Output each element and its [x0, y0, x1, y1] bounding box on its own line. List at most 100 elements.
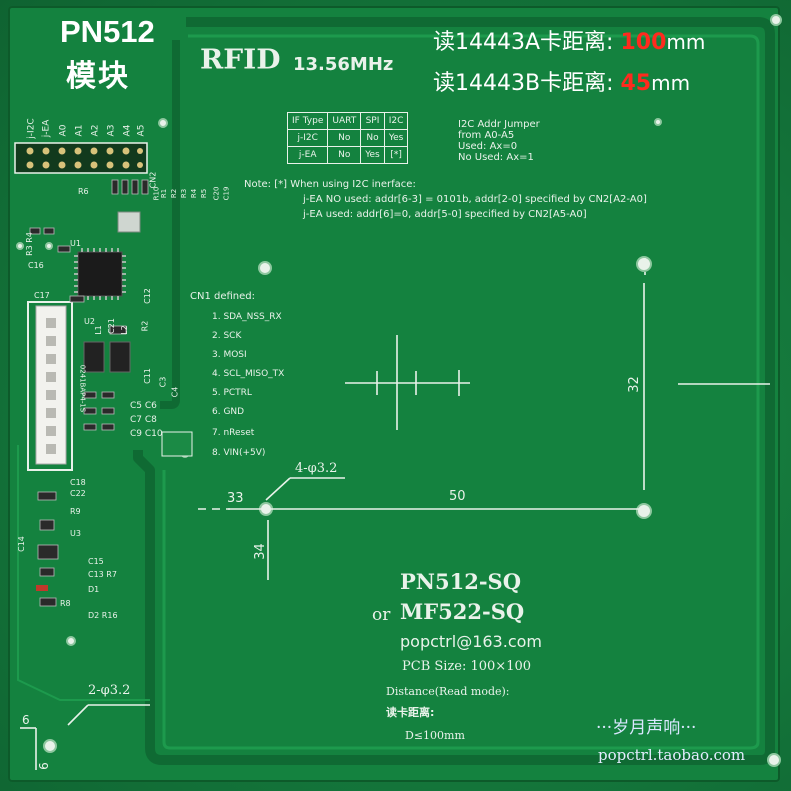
i2c-jumper-title: I2C Addr Jumper — [458, 119, 540, 130]
if-cell: j-EA — [286, 146, 329, 164]
ref-r3r4: R3 R4 — [24, 232, 34, 256]
mount-hole-2 — [636, 256, 652, 272]
jumper-label: A3 — [106, 124, 117, 137]
rfid-label: RFID — [200, 43, 281, 76]
if-cell: No — [327, 129, 362, 147]
crystal — [117, 211, 141, 233]
shop-url: popctrl.taobao.com — [598, 746, 746, 764]
ref-r-group: R5 — [200, 188, 209, 199]
brand-watermark: ···岁月声响··· — [596, 718, 697, 738]
note-line1: Note: [*] When using I2C inerface: — [244, 179, 416, 190]
ref-c14: C14 — [16, 536, 26, 552]
ref-l1: L1 — [93, 325, 103, 335]
board-subtitle: 模块 — [66, 59, 130, 94]
note-line3: j-EA used: addr[6]=0, addr[5-0] specifie… — [303, 209, 587, 220]
cn1-pin: 5. PCTRL — [212, 388, 252, 398]
if-header-cell: UART — [327, 112, 362, 130]
via-3 — [16, 242, 24, 250]
ref-r-group: C19 — [222, 186, 231, 201]
if-header-cell: IF Type — [286, 112, 329, 130]
dim-33: 33 — [227, 491, 244, 506]
mount-hole-6 — [66, 636, 76, 646]
ref-r-group: R1 — [160, 188, 169, 199]
ref-caps-3: C9 C10 — [130, 429, 163, 439]
via-1 — [654, 118, 662, 126]
model-or: or — [372, 605, 391, 625]
mount-hole-1 — [258, 261, 272, 275]
jumper-label: A0 — [58, 124, 69, 137]
pcb-size: PCB Size: 100×100 — [402, 659, 532, 674]
hole-spec-2: 2-φ3.2 — [88, 683, 131, 698]
if-header-cell: I2C — [383, 112, 409, 130]
if-table-row: j-EA No Yes [*] — [286, 146, 409, 164]
ref-c11: C11 — [142, 368, 152, 384]
ref-c16: C16 — [28, 261, 44, 270]
if-cell: j-I2C — [286, 129, 329, 147]
ref-d2r16: D2 R16 — [88, 611, 118, 620]
if-table-header: IF Type UART SPI I2C — [286, 112, 409, 130]
ref-r-group: R3 — [180, 188, 189, 199]
read-b-value: 45 — [620, 71, 652, 96]
dim-6-a: 6 — [22, 713, 30, 727]
ref-c12: C12 — [142, 288, 152, 304]
jumper-label: A4 — [122, 124, 133, 137]
ref-r-group: C20 — [212, 186, 221, 201]
ref-c21: C21 — [106, 318, 116, 334]
diode-d1 — [36, 585, 48, 591]
cn1-pin: 2. SCK — [212, 331, 242, 341]
inductor-l1 — [83, 341, 105, 373]
ref-c13r7: C13 R7 — [88, 570, 117, 579]
ref-r2: R2 — [140, 320, 150, 332]
contact-email: popctrl@163.com — [400, 632, 542, 651]
board-edge-trace — [17, 445, 150, 701]
cn1-pin: 8. VIN(+5V) — [212, 448, 266, 458]
mount-hole-8 — [767, 753, 781, 767]
if-cell: Yes — [383, 129, 409, 147]
dim-34: 34 — [252, 543, 268, 560]
mount-hole-5 — [770, 14, 782, 26]
model-mf522: MF522-SQ — [400, 599, 525, 624]
note-line2: j-EA NO used: addr[6-3] = 0101b, addr[2-… — [303, 194, 647, 205]
ref-r9: R9 — [70, 507, 81, 516]
ref-c3: C3 — [158, 376, 168, 388]
cn1-pin: 3. MOSI — [212, 350, 247, 360]
dim-6-b: 6 — [36, 762, 51, 770]
ref-c18: C18 — [70, 478, 86, 487]
antenna-trace-inner — [162, 34, 760, 750]
ref-caps-1: C5 C6 — [130, 401, 157, 411]
solder-pads — [161, 431, 193, 457]
dim-leader-2 — [67, 704, 89, 726]
ref-r-group: R4 — [190, 188, 199, 199]
distance-label: Distance(Read mode): — [386, 685, 510, 698]
i2c-jumper-line1: from A0-A5 — [458, 130, 515, 141]
inductor-l2 — [109, 341, 131, 373]
dim-leader-1 — [265, 477, 291, 501]
ref-r-group: R2 — [170, 188, 179, 199]
freq-label: 13.56MHz — [293, 54, 394, 75]
cn1-title: CN1 defined: — [190, 291, 256, 302]
dim-50: 50 — [449, 489, 466, 504]
i2c-jumper-line2: Used: Ax=0 — [458, 141, 518, 152]
dim-32: 32 — [626, 376, 642, 393]
i2c-jumper-line3: No Used: Ax=1 — [458, 152, 534, 163]
mount-hole-4 — [636, 503, 652, 519]
read-a-unit: mm — [666, 30, 706, 54]
cn1-pin: 1. SDA_NSS_RX — [212, 312, 282, 322]
ic-u1 — [74, 248, 126, 300]
read-a-prefix: 读14443A卡距离: — [433, 30, 621, 55]
cn1-pin: 6. GND — [212, 407, 245, 417]
ref-c4: C4 — [170, 386, 180, 398]
via-2 — [158, 118, 168, 128]
if-cell: No — [327, 146, 362, 164]
ref-r6: R6 — [78, 187, 89, 196]
ref-caps-2: C7 C8 — [130, 415, 157, 425]
if-cell: No — [360, 129, 385, 147]
if-type-table: IF Type UART SPI I2C j-I2C No No Yes j-E… — [286, 112, 409, 164]
if-header-cell: SPI — [360, 112, 385, 130]
antenna-trace-outer — [133, 17, 775, 765]
antenna-trace-left — [160, 40, 180, 409]
read-distance-a: 读14443A卡距离: 100mm — [433, 32, 705, 54]
read-distance-b: 读14443B卡距离: 45mm — [433, 73, 690, 95]
